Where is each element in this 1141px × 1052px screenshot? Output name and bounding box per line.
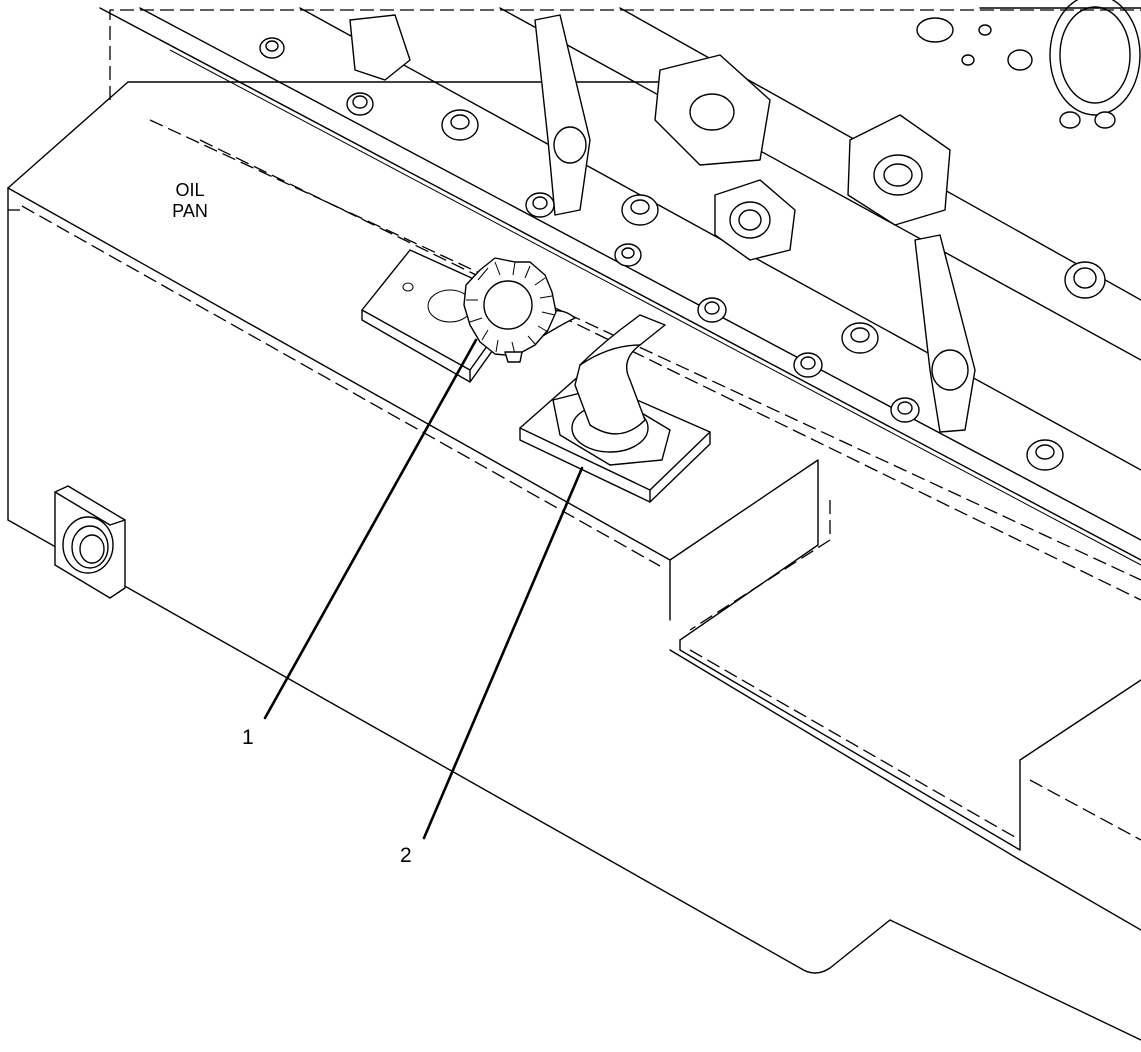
bolt [441,109,479,141]
oil-pan-body [7,9,1141,1041]
bolt [978,24,992,36]
drain-plug [54,485,126,599]
bolt [621,194,659,226]
bolt [614,243,642,267]
bolt [1059,111,1081,129]
callout-2: 2 [400,844,412,867]
oil-pan-label: OIL PAN [172,180,208,221]
bolt [1064,261,1106,299]
bolt [1026,439,1064,471]
leader-lines [263,338,584,840]
oil-filler-cap [463,257,576,363]
bolt [525,192,555,218]
rocker-arm [534,14,591,216]
bolt [1094,111,1116,129]
bolt [259,37,285,59]
bolt [890,397,920,423]
bolt [346,92,374,116]
bolt [793,352,823,378]
leader-line-1 [263,338,478,720]
rocker-arm [914,234,976,433]
callout-1: 1 [242,726,254,749]
bolt [697,297,727,323]
leader-line-2 [422,466,584,840]
port-flange [847,114,951,226]
port-flange [654,54,771,166]
bolt [961,54,975,66]
engine-block [99,0,1141,566]
oil-filler-tube [552,314,671,466]
port-flange [714,179,796,261]
bolt [916,17,954,43]
rocker-arm [349,14,411,81]
bolt [841,322,879,354]
bolt [1007,49,1033,71]
